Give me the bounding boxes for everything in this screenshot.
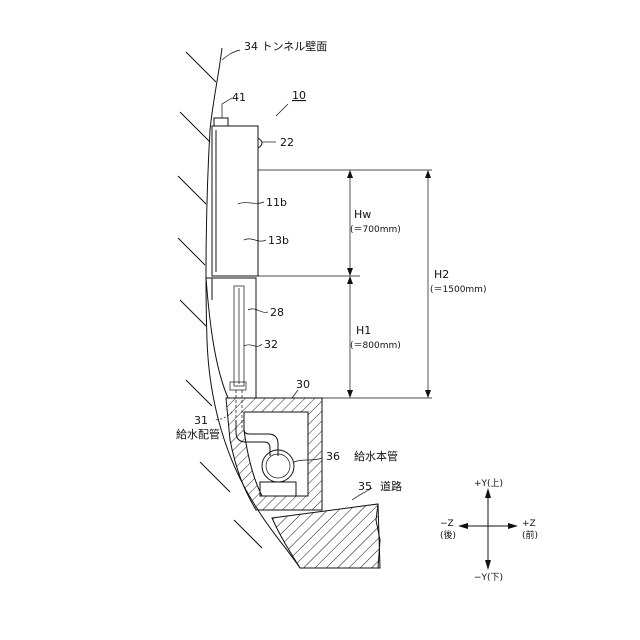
axis-z-back-sub: (後) [440,529,456,541]
ref-41: 41 [232,91,246,104]
road-ground [272,504,380,568]
axis-z-front-sub: (前) [522,529,538,541]
h1-value: (＝800mm) [350,341,401,351]
hw-value: (＝700mm) [350,225,401,235]
coordinate-axes [458,488,518,570]
upper-unit [212,126,262,276]
road-label: 道路 [380,479,402,493]
hw-label: Hw [354,208,371,221]
axis-z-front: +Z [522,519,536,529]
ref-11b: 11b [266,196,287,209]
lower-enclosure [206,278,256,398]
axis-y-up: +Y(上) [474,478,503,489]
ref-35: 35 [358,480,372,493]
ref-32: 32 [264,338,278,351]
tunnel-wall-label: 34 トンネル壁面 [244,39,327,53]
ref-30: 30 [296,378,310,391]
mount-bracket-41 [214,98,232,126]
water-pipe-label: 給水配管 [176,427,220,441]
ref-10: 10 [292,89,306,102]
ref-36: 36 [326,450,340,463]
axis-y-down: −Y(下) [474,573,503,583]
ref-22: 22 [280,136,294,149]
ref-28: 28 [270,306,284,319]
h2-value: (＝1500mm) [430,285,486,295]
main-pipe-label: 給水本管 [354,449,398,463]
h1-label: H1 [356,324,371,337]
axis-z-back: −Z [440,519,454,529]
ref-31: 31 [194,414,208,427]
pit-structure [226,398,322,510]
ref-13b: 13b [268,234,289,247]
h2-label: H2 [434,268,449,281]
